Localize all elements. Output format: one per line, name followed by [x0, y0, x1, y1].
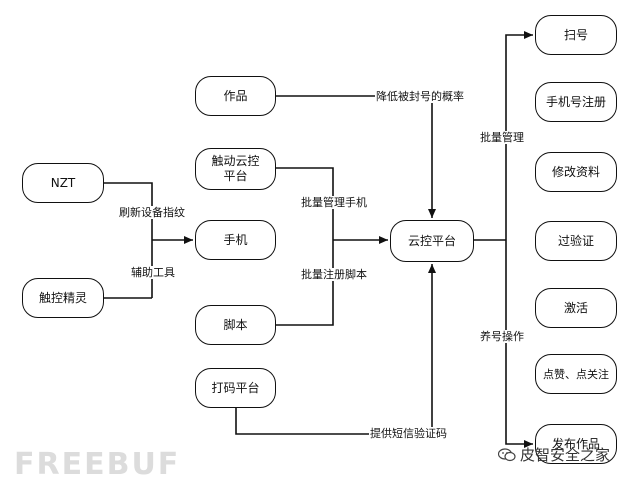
node-edit-profile: 修改资料 [535, 152, 617, 192]
wechat-account-name: 皮智安全之家 [520, 446, 611, 464]
wechat-watermark: 皮智安全之家 [498, 444, 610, 465]
node-chudong-cloud-control: 触动云控 平台 [195, 148, 276, 190]
node-verify: 过验证 [535, 221, 617, 261]
node-like-follow: 点赞、点关注 [535, 354, 617, 394]
label-account-nurturing: 养号操作 [479, 330, 525, 343]
node-publish-works: 发布作品 [535, 424, 617, 464]
edge-to-saohao [505, 31, 533, 240]
label-provide-sms-code: 提供短信验证码 [369, 427, 448, 440]
label-refresh-device-fingerprint: 刷新设备指纹 [118, 206, 186, 219]
node-shouji: 手机 [195, 220, 276, 260]
node-zuopin: 作品 [195, 76, 276, 116]
edge-chudong [276, 167, 334, 326]
wechat-icon [498, 447, 516, 461]
edge-to-fabu [505, 240, 533, 448]
label-batch-register-scripts: 批量注册脚本 [300, 268, 368, 281]
edge-nzt [104, 182, 153, 298]
node-saohao: 扫号 [535, 15, 617, 55]
node-yunkong-platform: 云控平台 [390, 220, 474, 262]
label-batch-manage: 批量管理 [479, 131, 525, 144]
node-phone-register: 手机号注册 [535, 82, 617, 122]
node-nzt: NZT [22, 163, 104, 203]
freebuf-watermark: FREEBUF [14, 447, 181, 482]
node-dama-platform: 打码平台 [195, 368, 276, 408]
node-jiaoben: 脚本 [195, 305, 276, 345]
label-aux-tools: 辅助工具 [130, 266, 176, 279]
edge-dama-to-yunkong [235, 264, 436, 435]
node-chukong-jingling: 触控精灵 [22, 278, 104, 318]
label-lower-ban-probability: 降低被封号的概率 [375, 90, 465, 103]
label-batch-manage-phones: 批量管理手机 [300, 196, 368, 209]
node-activate: 激活 [535, 288, 617, 328]
